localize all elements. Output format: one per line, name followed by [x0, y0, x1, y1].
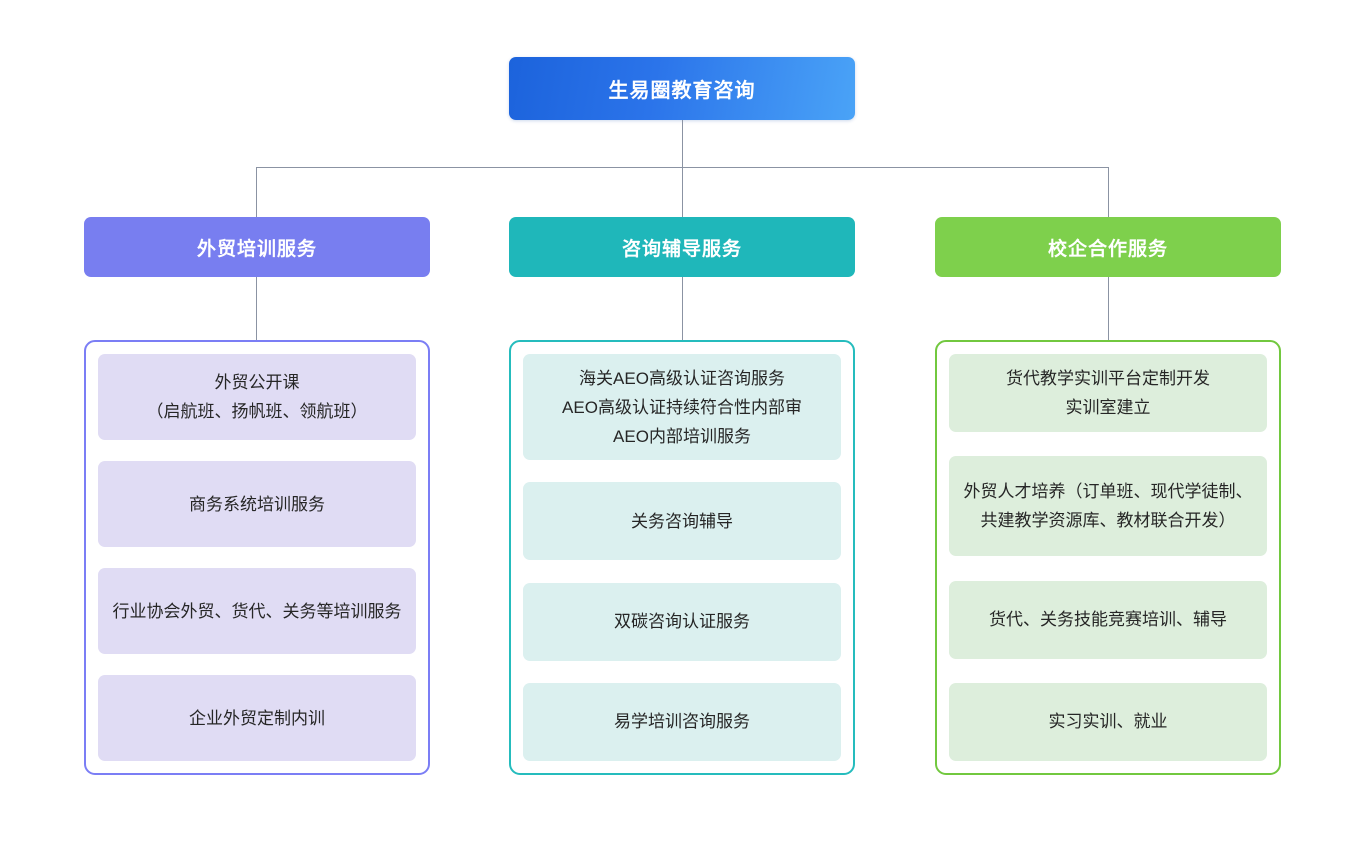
- root-node-label: 生易圈教育咨询: [608, 80, 756, 102]
- root-node-education-consulting[interactable]: 生易圈教育咨询: [509, 57, 855, 120]
- branch-header-label-1: 咨询辅导服务: [621, 238, 742, 260]
- panel-item-line-1-0-0: 海关AEO高级认证咨询服务: [579, 368, 785, 388]
- connector-drop-branch-2: [1108, 167, 1109, 218]
- panel-item-1-0[interactable]: 海关AEO高级认证咨询服务 AEO高级认证持续符合性内部审 AEO内部培训服务: [523, 354, 841, 460]
- panel-item-line-1-2-0: 双碳咨询认证服务: [614, 612, 750, 632]
- branch-column-foreign-trade-training: 外贸培训服务 外贸公开课 （启航班、扬帆班、领航班） 商务系统培训服务 行业协会…: [84, 217, 430, 775]
- panel-item-2-2[interactable]: 货代、关务技能竞赛培训、辅导: [949, 580, 1267, 659]
- panel-item-line-2-0-1: 实训室建立: [1065, 398, 1151, 417]
- branch-header-2[interactable]: 校企合作服务: [935, 217, 1281, 277]
- panel-item-line-2-0-0: 货代教学实训平台定制开发: [1006, 369, 1210, 388]
- panel-item-line-0-2-0: 行业协会外贸、货代、关务等培训服务: [112, 601, 402, 621]
- panel-item-line-1-0-2: AEO内部培训服务: [613, 426, 751, 446]
- panel-item-line-0-0-0: 外贸公开课: [214, 373, 300, 392]
- panel-item-line-0-0-1: （启航班、扬帆班、领航班）: [146, 402, 368, 421]
- panel-item-line-0-1-0: 商务系统培训服务: [189, 494, 325, 514]
- panel-item-0-0[interactable]: 外贸公开课 （启航班、扬帆班、领航班）: [98, 354, 416, 440]
- panel-item-2-0[interactable]: 货代教学实训平台定制开发 实训室建立: [949, 354, 1267, 432]
- panel-item-0-2[interactable]: 行业协会外贸、货代、关务等培训服务: [98, 568, 416, 654]
- branch-panel-1: 海关AEO高级认证咨询服务 AEO高级认证持续符合性内部审 AEO内部培训服务 …: [509, 340, 855, 775]
- connector-root-stem: [682, 120, 683, 168]
- branch-header-1[interactable]: 咨询辅导服务: [509, 217, 855, 277]
- connector-drop-branch-0: [256, 167, 257, 218]
- panel-item-2-1[interactable]: 外贸人才培养（订单班、现代学徒制、共建教学资源库、教材联合开发）: [949, 456, 1267, 557]
- branch-header-0[interactable]: 外贸培训服务: [84, 217, 430, 277]
- panel-item-line-2-2-0: 货代、关务技能竞赛培训、辅导: [989, 610, 1227, 630]
- branch-panel-0: 外贸公开课 （启航班、扬帆班、领航班） 商务系统培训服务 行业协会外贸、货代、关…: [84, 340, 430, 775]
- panel-item-1-3[interactable]: 易学培训咨询服务: [523, 682, 841, 761]
- panel-item-0-3[interactable]: 企业外贸定制内训: [98, 675, 416, 761]
- panel-item-line-0-3-0: 企业外贸定制内训: [189, 708, 325, 728]
- panel-item-line-1-0-1: AEO高级认证持续符合性内部审: [562, 397, 802, 417]
- panel-item-1-2[interactable]: 双碳咨询认证服务: [523, 582, 841, 661]
- panel-item-line-1-3-0: 易学培训咨询服务: [614, 712, 750, 732]
- connector-header-panel-1: [682, 277, 683, 341]
- connector-drop-branch-1: [682, 167, 683, 218]
- panel-item-0-1[interactable]: 商务系统培训服务: [98, 461, 416, 547]
- branch-panel-2: 货代教学实训平台定制开发 实训室建立 外贸人才培养（订单班、现代学徒制、共建教学…: [935, 340, 1281, 775]
- panel-item-2-3[interactable]: 实习实训、就业: [949, 682, 1267, 761]
- panel-item-1-1[interactable]: 关务咨询辅导: [523, 482, 841, 561]
- panel-item-line-2-3-0: 实习实训、就业: [1048, 712, 1168, 732]
- panel-item-line-1-1-0: 关务咨询辅导: [631, 511, 733, 531]
- connector-header-panel-0: [256, 277, 257, 341]
- branch-column-consulting-tutoring: 咨询辅导服务 海关AEO高级认证咨询服务 AEO高级认证持续符合性内部审 AEO…: [509, 217, 855, 775]
- connector-header-panel-2: [1108, 277, 1109, 341]
- branch-column-school-enterprise-cooperation: 校企合作服务 货代教学实训平台定制开发 实训室建立 外贸人才培养（订单班、现代学…: [935, 217, 1281, 775]
- branch-header-label-2: 校企合作服务: [1047, 238, 1168, 260]
- panel-item-line-2-1-0: 外贸人才培养（订单班、现代学徒制、共建教学资源库、教材联合开发）: [963, 482, 1253, 531]
- branch-header-label-0: 外贸培训服务: [196, 238, 317, 260]
